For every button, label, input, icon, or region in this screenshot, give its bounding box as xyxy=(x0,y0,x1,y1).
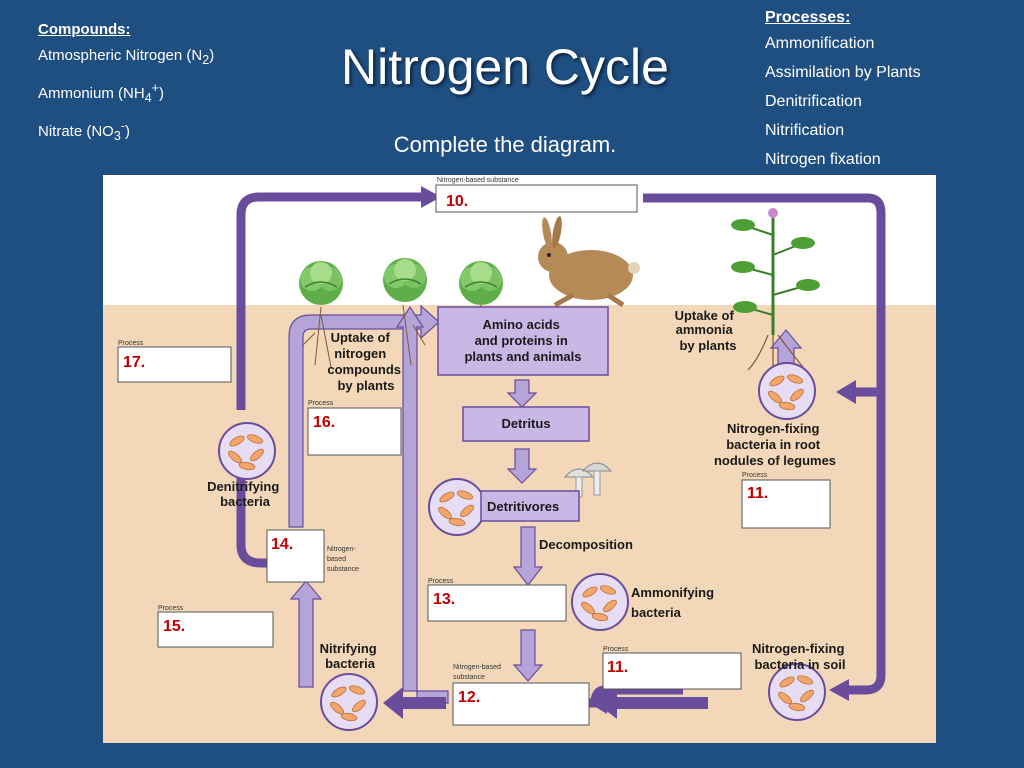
blank-number-13: 13. xyxy=(433,591,455,608)
slide-subtitle: Complete the diagram. xyxy=(393,132,617,157)
process-item: Ammonification xyxy=(765,35,875,52)
amino-line: plants and animals xyxy=(464,349,581,364)
compounds-header: Compounds: xyxy=(38,21,131,38)
svg-text:Uptake of ammonia by p: Uptake of ammonia by plants xyxy=(675,308,738,353)
small-label-process-11-bottom: Process xyxy=(603,646,629,653)
ammonifying-bacteria xyxy=(571,573,629,631)
uptake-compounds-line: by plants xyxy=(337,378,394,393)
small-label-substance-14: substance xyxy=(327,566,359,573)
fixing-soil-line: bacteria in soil xyxy=(754,657,845,672)
ammonifying-line: Ammonifying xyxy=(631,585,714,600)
process-item: Assimilation by Plants xyxy=(765,64,921,81)
blank-15[interactable] xyxy=(157,611,274,648)
blank-number-15: 15. xyxy=(163,618,185,635)
blank-number-11-top: 11. xyxy=(747,485,768,502)
svg-text:Uptake of nitrogen com: Uptake of nitrogen compounds by plants xyxy=(327,330,404,393)
uptake-ammonia-line: by plants xyxy=(679,338,736,353)
small-label-substance-top: Nitrogen-based substance xyxy=(437,177,519,184)
blank-12[interactable] xyxy=(452,682,590,726)
legume-plant xyxy=(731,208,820,371)
cabbage-plants xyxy=(298,257,504,306)
blank-number-14: 14. xyxy=(271,536,293,553)
processes-list: Processes: Ammonification Assimilation b… xyxy=(765,8,921,174)
outer-cycle-arrows xyxy=(236,192,886,708)
svg-text:Nitrifying bacteria: Nitrifying bacteria xyxy=(320,641,381,671)
compound-no3: Nitrate (NO3-) xyxy=(38,119,130,143)
small-label-substance-14: based xyxy=(327,556,346,563)
blank-16[interactable] xyxy=(307,407,402,456)
small-label-process-11-top: Process xyxy=(742,472,768,479)
decomposition-label: Decomposition xyxy=(539,537,633,552)
uptake-compounds-line: Uptake of xyxy=(331,330,391,345)
svg-text:Nitrogen-fixing bacteria i: Nitrogen-fixing bacteria in root nodules… xyxy=(714,421,836,468)
svg-text:Nitrogen-fixing bacteria i: Nitrogen-fixing bacteria in soil xyxy=(752,641,848,672)
small-label-substance-12: Nitrogen-based xyxy=(453,664,501,671)
blank-number-17: 17. xyxy=(123,354,145,371)
fixing-root-line: Nitrogen-fixing xyxy=(727,421,819,436)
process-item: Denitrification xyxy=(765,93,862,110)
detritus-box xyxy=(462,406,590,442)
detritivore-bacteria xyxy=(428,478,486,536)
slide-title: Nitrogen Cycle xyxy=(341,39,669,95)
compound-nh4: Ammonium (NH4+) xyxy=(38,81,164,105)
uptake-ammonia-line: ammonia xyxy=(676,322,734,337)
svg-text:Amino acids and proteins i: Amino acids and proteins in plants and a… xyxy=(464,317,581,364)
blank-17[interactable] xyxy=(117,346,232,383)
fixing-root-line: nodules of legumes xyxy=(714,453,836,468)
detritivores-box xyxy=(480,490,580,522)
mushrooms xyxy=(563,462,613,498)
denitrifying-line: bacteria xyxy=(220,494,271,509)
uptake-compounds-line: compounds xyxy=(327,362,401,377)
small-label-process-15: Process xyxy=(158,605,184,612)
detritus-label: Detritus xyxy=(501,416,550,431)
processes-header: Processes: xyxy=(765,9,851,26)
amino-line: Amino acids xyxy=(483,317,560,332)
blank-11-bottom[interactable] xyxy=(602,652,742,690)
uptake-compounds-line: nitrogen xyxy=(334,346,386,361)
nitrifying-bacteria xyxy=(320,673,378,731)
small-label-process-17: Process xyxy=(118,340,144,347)
nitrogen-cycle-diagram: Amino acids and proteins in plants and a… xyxy=(103,175,936,743)
denitrifying-line: Denitrifying xyxy=(207,479,279,494)
process-item: Nitrification xyxy=(765,122,845,139)
blank-10[interactable] xyxy=(435,184,638,213)
ammonifying-line: bacteria xyxy=(631,605,682,620)
small-label-substance-12: substance xyxy=(453,674,485,681)
fixing-soil-bacteria xyxy=(768,663,826,721)
inner-arrows xyxy=(288,304,803,704)
amino-line: and proteins in xyxy=(475,333,568,348)
bottom-arrows xyxy=(383,687,708,719)
blank-11-top[interactable] xyxy=(741,479,831,529)
svg-text:Ammonifying bacteria: Ammonifying bacteria xyxy=(631,585,718,620)
svg-text:Denitrifying bacteria: Denitrifying bacteria xyxy=(207,479,283,509)
answer-blanks xyxy=(117,184,831,726)
nitrifying-line: Nitrifying xyxy=(320,641,377,656)
compound-n2: Atmospheric Nitrogen (N2) xyxy=(38,47,215,67)
blank-number-12: 12. xyxy=(458,689,480,706)
fixing-root-line: bacteria in root xyxy=(726,437,821,452)
small-label-process-16: Process xyxy=(308,400,334,407)
amino-acids-box xyxy=(437,306,609,376)
nitrifying-line: bacteria xyxy=(325,656,376,671)
uptake-ammonia-line: Uptake of xyxy=(675,308,735,323)
blank-number-10: 10. xyxy=(446,193,468,210)
blank-14[interactable] xyxy=(266,529,325,583)
small-label-process-13: Process xyxy=(428,578,454,585)
denitrifying-bacteria xyxy=(218,422,276,480)
detritivores-label: Detritivores xyxy=(487,499,559,514)
small-label-substance-14: Nitrogen- xyxy=(327,546,356,553)
rabbit xyxy=(538,216,640,308)
compounds-list: Compounds: Atmospheric Nitrogen (N2) Amm… xyxy=(38,20,214,150)
blank-number-11-bottom: 11. xyxy=(607,659,628,676)
blank-13[interactable] xyxy=(427,584,567,622)
process-item: Nitrogen fixation xyxy=(765,151,881,168)
blank-number-16: 16. xyxy=(313,414,335,431)
roots xyxy=(302,304,482,368)
fixing-soil-line: Nitrogen-fixing xyxy=(752,641,844,656)
root-nodule-bacteria xyxy=(758,362,816,420)
